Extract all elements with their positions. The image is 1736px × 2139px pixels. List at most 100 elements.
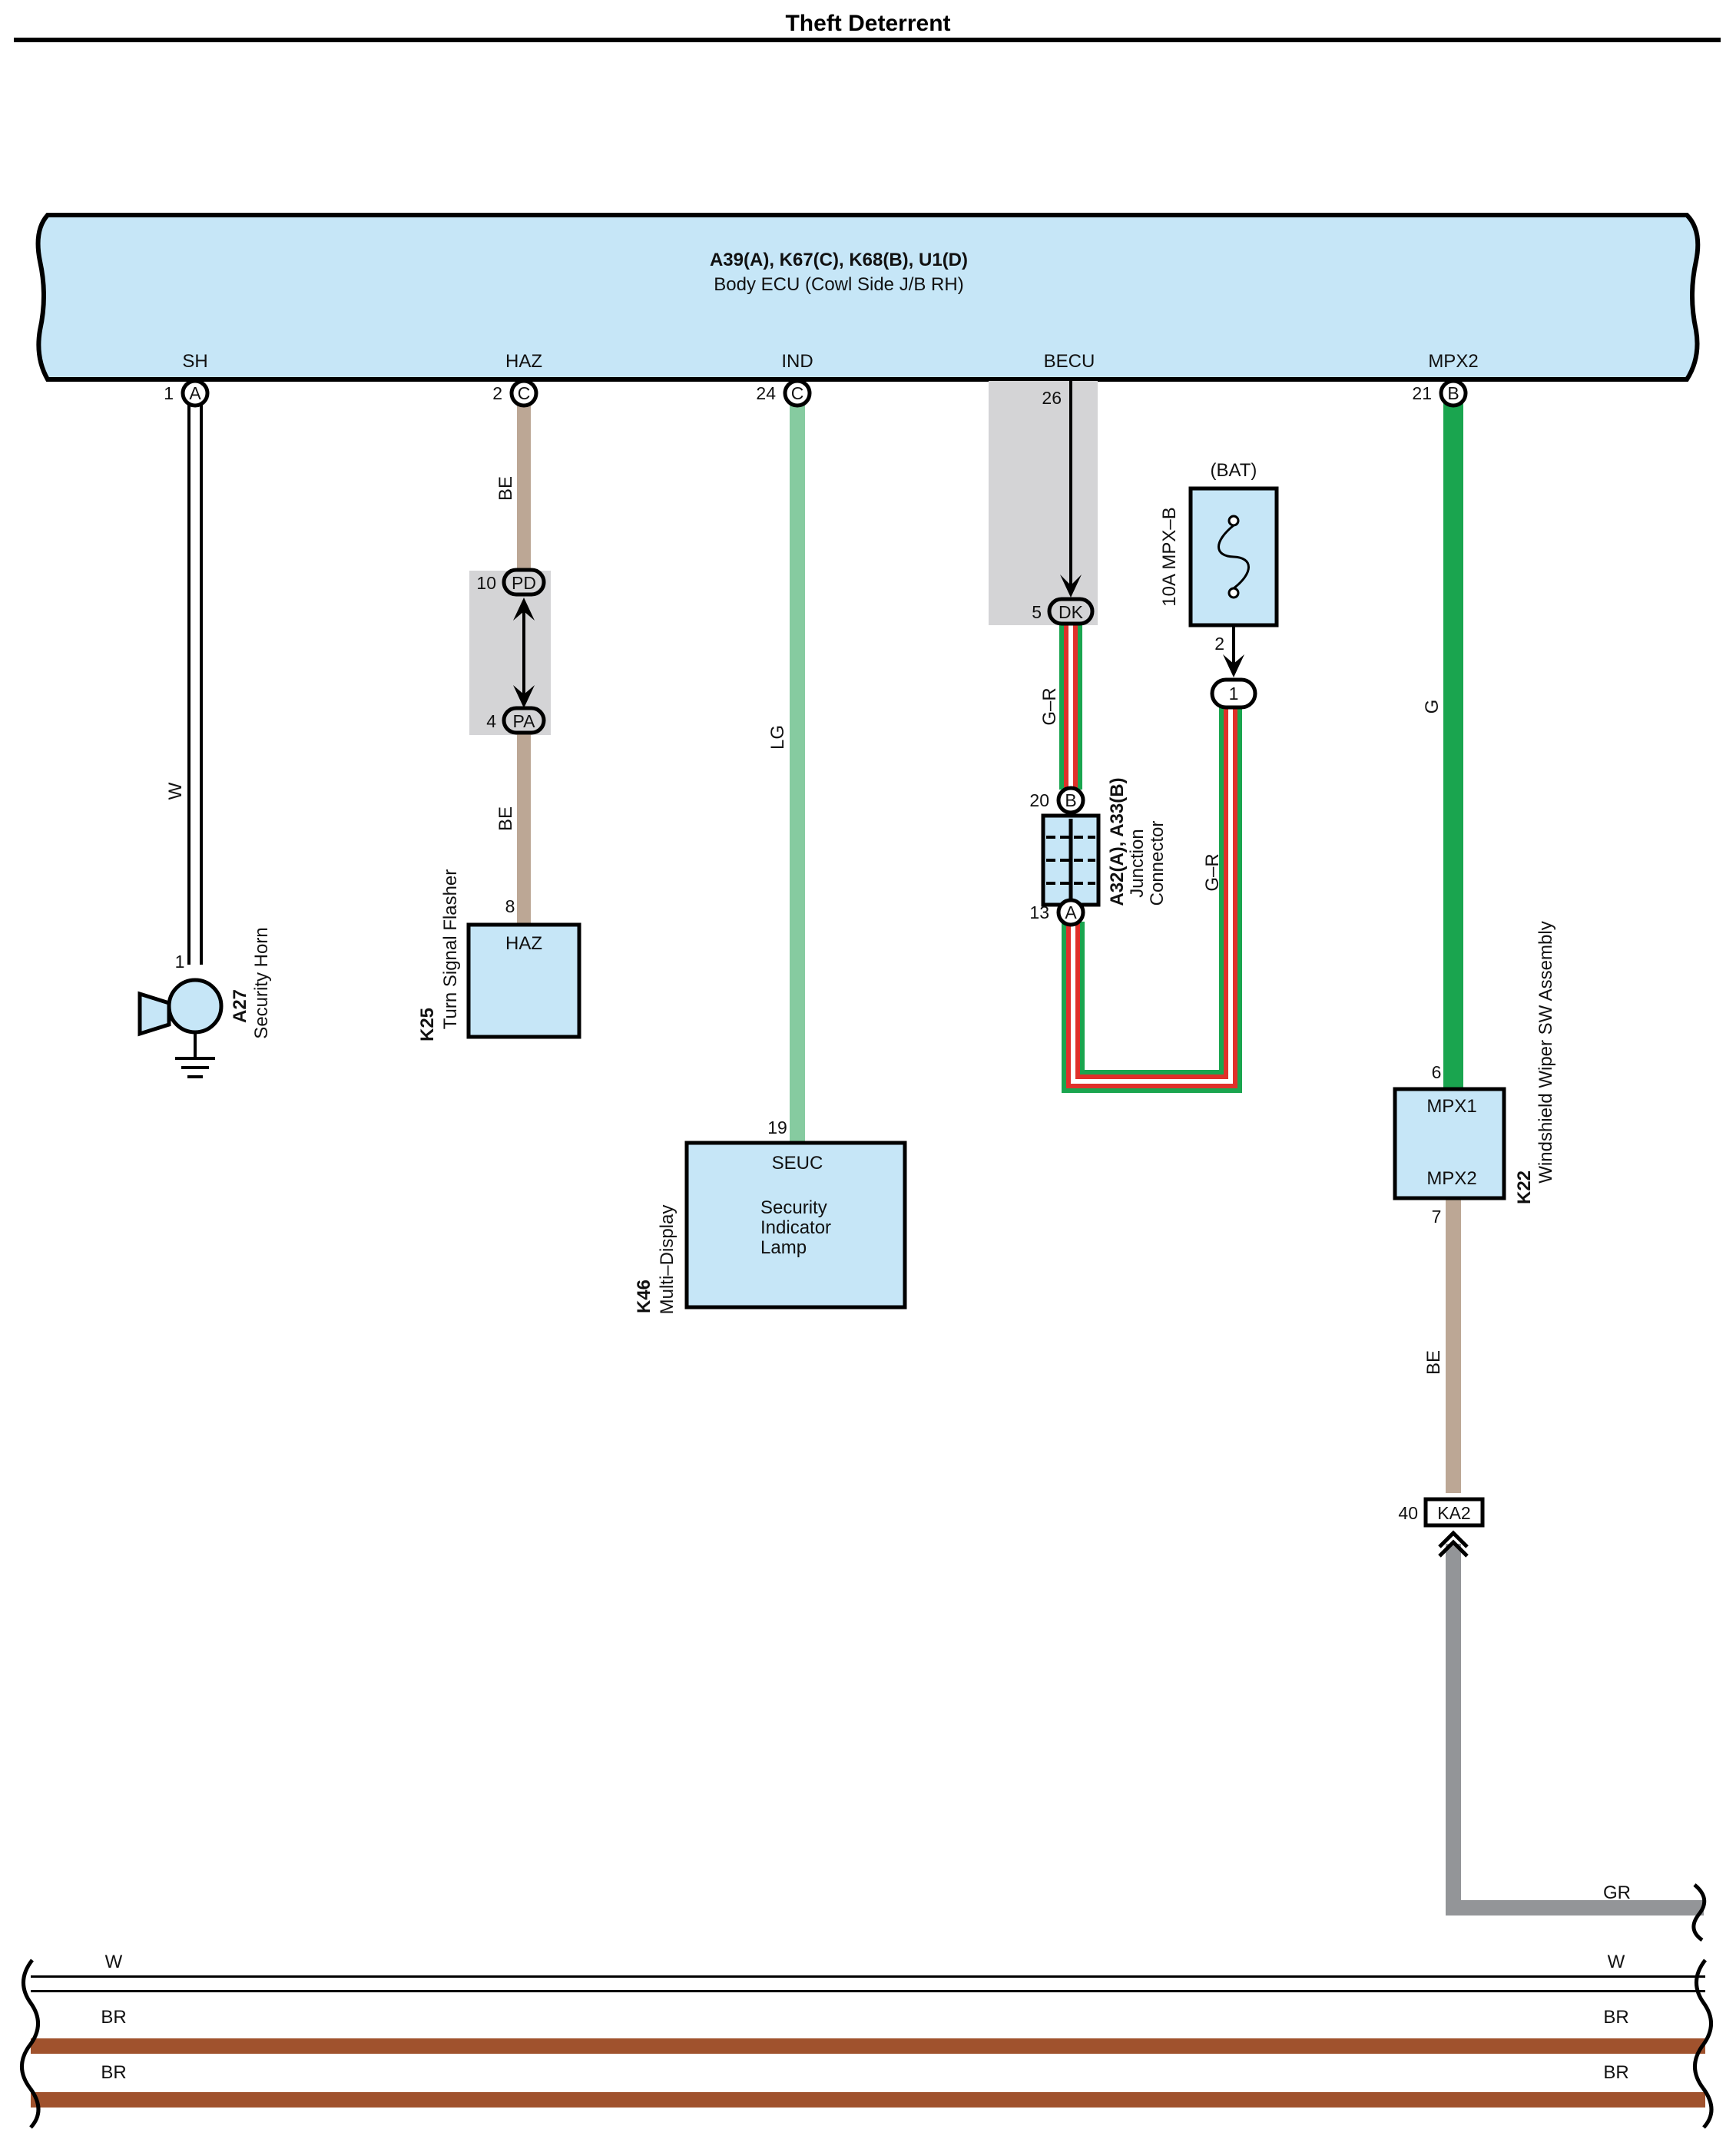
page-title: Theft Deterrent <box>785 11 950 36</box>
wire-gr-loop <box>1062 707 1242 1093</box>
multi-display: 19 SEUC Security Indicator Lamp K46 Mult… <box>634 1118 907 1315</box>
fuse-conn-1 <box>1210 677 1257 710</box>
junction-bottom-conn: A <box>1065 902 1077 922</box>
pin-sh: A 1 <box>164 379 210 408</box>
junction-name-2: Connector <box>1147 821 1168 906</box>
flasher-pin: 8 <box>505 896 515 916</box>
wiper-pin-bottom: 7 <box>1432 1207 1442 1227</box>
pd-pa-link <box>513 598 535 708</box>
wire-label-be-upper: BE <box>495 476 516 501</box>
pin-haz-conn: C <box>518 383 531 403</box>
connector-dk-pin: 5 <box>1032 602 1042 622</box>
wire-be-upper <box>517 402 531 574</box>
wiper-id: K22 <box>1514 1170 1535 1204</box>
connector-dk: DK 5 <box>1032 597 1095 626</box>
pin-sh-conn: A <box>189 383 201 403</box>
wire-gr-break <box>1691 1883 1707 1942</box>
pin-haz: C 2 <box>492 379 538 408</box>
wire-label-g: G <box>1422 700 1443 714</box>
terminal-haz: HAZ <box>505 351 542 372</box>
connector-pd-pin: 10 <box>476 573 496 593</box>
fuse-terminal-top-icon <box>1227 515 1240 527</box>
connector-ka2: KA2 40 <box>1398 1497 1485 1558</box>
body-ecu: A39(A), K67(C), K68(B), U1(D) Body ECU (… <box>35 213 1701 382</box>
pin-becu-number: 26 <box>1042 388 1062 408</box>
display-id: K46 <box>634 1280 654 1313</box>
becu-arrow-icon <box>1060 574 1082 598</box>
horn-name: Security Horn <box>251 927 272 1038</box>
fuse-conn-label: 1 <box>1229 684 1239 704</box>
display-inner-3: Lamp <box>760 1237 807 1258</box>
bus-break-right <box>1693 1959 1714 2129</box>
terminal-ind: IND <box>781 351 813 372</box>
connector-pa: PA 4 <box>486 706 546 735</box>
wire-label-be-k22: BE <box>1423 1350 1444 1375</box>
ka2-chevron-icon <box>1438 1530 1469 1548</box>
wiper-switch: 6 MPX1 MPX2 7 K22 Windshield Wiper SW As… <box>1393 921 1556 1227</box>
pin-haz-number: 2 <box>492 383 502 403</box>
fuse-arrow-icon <box>1223 654 1244 677</box>
junction-connector: B 20 A 13 A32(A), A33(B) Junction Connec… <box>1029 777 1168 927</box>
bus-break-left <box>20 1959 41 2129</box>
wire-label-lg: LG <box>767 725 788 750</box>
wire-g <box>1443 402 1463 1092</box>
pin-mpx2-number: 21 <box>1412 383 1432 403</box>
terminal-becu: BECU <box>1044 351 1095 372</box>
wire-w-sh <box>187 402 203 965</box>
pin-mpx2: B 21 <box>1412 379 1468 408</box>
flasher-name: Turn Signal Flasher <box>440 869 461 1030</box>
security-horn: 1 A27 Security Horn <box>137 927 272 1078</box>
bus-w-right: W <box>1608 1952 1625 1972</box>
wire-lg <box>790 402 805 1143</box>
display-name: Multi–Display <box>657 1205 678 1315</box>
fuse-10a-mpx-b: (BAT) 10A MPX–B 2 1 <box>1159 460 1279 710</box>
connector-pa-label: PA <box>513 711 536 731</box>
wire-be-k22 <box>1446 1198 1461 1493</box>
wire-gr <box>1446 1544 1704 1915</box>
wiper-pin-top: 6 <box>1432 1062 1442 1082</box>
pin-ind-number: 24 <box>756 383 776 403</box>
connector-ka2-label: KA2 <box>1437 1503 1470 1523</box>
junction-id: A32(A), A33(B) <box>1107 777 1128 906</box>
becu-shaded-area <box>989 381 1098 625</box>
fuse-name: 10A MPX–B <box>1159 507 1180 606</box>
fuse-terminal-bottom-icon <box>1227 587 1240 599</box>
junction-top-conn: B <box>1065 790 1076 810</box>
flasher-id: K25 <box>417 1008 438 1041</box>
connector-pd: PD 10 <box>476 568 546 597</box>
display-inner-1: Security <box>760 1197 827 1218</box>
fuse-source: (BAT) <box>1211 460 1257 481</box>
connector-pd-label: PD <box>512 573 536 593</box>
bus-w-left: W <box>105 1952 123 1972</box>
pin-ind-conn: C <box>791 383 804 403</box>
terminal-sh: SH <box>182 351 207 372</box>
wire-label-gr-left: G–R <box>1039 687 1060 725</box>
display-pin: 19 <box>767 1118 787 1137</box>
connector-dk-label: DK <box>1058 602 1084 622</box>
display-terminal: SEUC <box>772 1153 823 1174</box>
ecu-id: A39(A), K67(C), K68(B), U1(D) <box>710 250 968 270</box>
bus-wire-br-2: BR BR <box>31 2062 1705 2108</box>
bus-br1-right: BR <box>1603 2007 1628 2028</box>
bus-br1-left: BR <box>101 2007 126 2028</box>
flasher-terminal: HAZ <box>505 933 542 954</box>
wire-be-lower <box>517 731 531 925</box>
wire-label-gr-right: G–R <box>1202 853 1223 891</box>
wire-label-w: W <box>165 782 186 800</box>
fuse-out-pin: 2 <box>1214 634 1224 654</box>
bus-wire-br-1: BR BR <box>31 2007 1705 2054</box>
horn-pin: 1 <box>175 952 185 972</box>
wiper-name: Windshield Wiper SW Assembly <box>1536 921 1556 1183</box>
wiper-terminal-bottom: MPX2 <box>1426 1168 1476 1189</box>
horn-icon <box>137 991 171 1037</box>
turn-signal-flasher: 8 HAZ K25 Turn Signal Flasher <box>417 869 581 1041</box>
bus-wire-w: W W <box>31 1952 1705 1992</box>
connector-pa-pin: 4 <box>486 711 496 731</box>
junction-top-pin: 20 <box>1029 790 1049 810</box>
bus-br2-right: BR <box>1603 2062 1628 2083</box>
connector-ka2-pin: 40 <box>1398 1503 1418 1523</box>
junction-bottom-pin: 13 <box>1029 902 1049 922</box>
terminal-mpx2: MPX2 <box>1428 351 1478 372</box>
wire-label-be-lower: BE <box>495 806 516 831</box>
